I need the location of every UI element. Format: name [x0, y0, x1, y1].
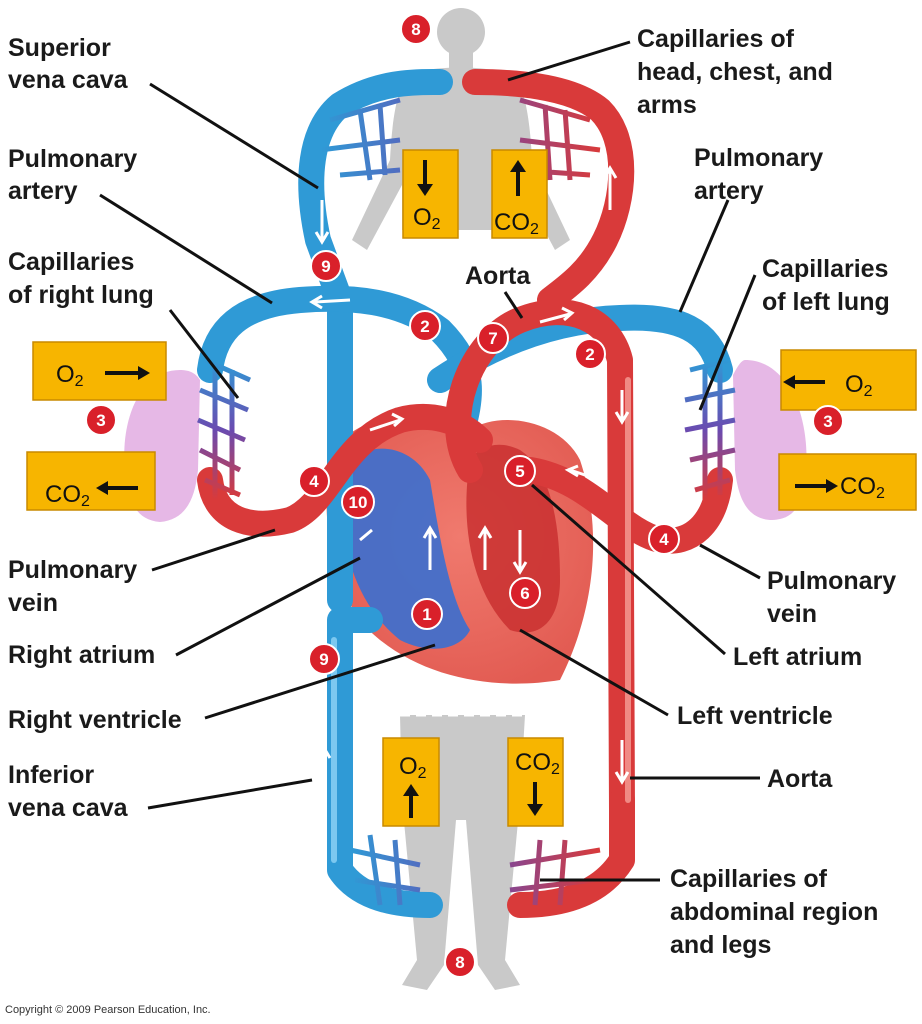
svg-text:8: 8 — [455, 953, 464, 972]
gas-box-right-lung-o2: O2 — [32, 341, 167, 401]
svg-text:3: 3 — [823, 412, 832, 431]
label-capillaries-abdomen-3: and legs — [670, 931, 771, 959]
inferior-vena-cava-vessel — [327, 607, 443, 918]
step-badge-1: 1 — [411, 598, 443, 630]
gas-box-left-lung-o2: O2 — [780, 349, 917, 411]
svg-text:CO2: CO2 — [45, 481, 90, 510]
label-right-ventricle: Right ventricle — [8, 706, 182, 734]
label-left-ventricle: Left ventricle — [677, 702, 833, 730]
label-capillaries-head-1: Capillaries of — [637, 25, 795, 53]
flow-arrows — [309, 165, 630, 790]
svg-text:1: 1 — [422, 605, 431, 624]
step-badge-10: 10 — [341, 485, 375, 519]
svg-text:10: 10 — [349, 493, 368, 512]
label-inferior-vena-cava-1: Inferior — [8, 761, 94, 789]
step-badge-4-left: 4 — [298, 465, 330, 497]
step-badge-2-right: 2 — [574, 338, 606, 370]
label-capillaries-abdomen-2: abdominal region — [670, 898, 878, 926]
gas-box-lower-o2: O2 — [382, 737, 440, 827]
label-capillaries-right-lung-1: Capillaries — [8, 248, 134, 276]
label-capillaries-right-lung-2: of right lung — [8, 281, 154, 309]
label-pulmonary-vein-right-2: vein — [767, 600, 817, 628]
superior-vena-cava-vessel — [298, 68, 453, 613]
step-badge-2-left: 2 — [409, 310, 441, 342]
label-pulmonary-artery-right-1: Pulmonary — [694, 144, 823, 172]
svg-text:7: 7 — [488, 329, 497, 348]
svg-text:3: 3 — [96, 411, 105, 430]
step-badge-7: 7 — [477, 322, 509, 354]
pulmonary-vein-right-vessel — [197, 404, 493, 537]
label-superior-vena-cava-2: vena cava — [8, 66, 129, 94]
step-badge-9-top: 9 — [310, 250, 342, 282]
step-badge-3-right: 3 — [812, 405, 844, 437]
svg-text:4: 4 — [309, 472, 319, 491]
label-left-atrium: Left atrium — [733, 643, 862, 671]
step-badge-8-bottom: 8 — [444, 946, 476, 978]
capillaries-right-lung-mesh — [197, 357, 252, 500]
label-pulmonary-vein-right-1: Pulmonary — [767, 567, 896, 595]
aorta-arch-vessel — [445, 299, 635, 823]
label-pulmonary-vein-left-2: vein — [8, 589, 58, 617]
label-capillaries-left-lung-2: of left lung — [762, 288, 890, 316]
svg-text:O2: O2 — [56, 361, 84, 390]
gas-box-lower-co2: CO2 — [507, 737, 564, 827]
leader-lines — [99, 40, 761, 882]
gas-box-upper-o2: O2 — [402, 149, 459, 239]
capillaries-abdomen-mesh — [349, 834, 601, 906]
gas-box-upper-co2: CO2 — [491, 149, 548, 239]
step-badge-9-bottom: 9 — [308, 643, 340, 675]
svg-text:8: 8 — [411, 20, 420, 39]
gas-box-left-lung-co2: CO2 — [778, 453, 917, 511]
label-pulmonary-vein-left-1: Pulmonary — [8, 556, 137, 584]
copyright-text: Copyright © 2009 Pearson Education, Inc. — [5, 1004, 211, 1016]
label-pulmonary-artery-left-1: Pulmonary — [8, 145, 137, 173]
label-pulmonary-artery-right-2: artery — [694, 177, 764, 205]
step-badge-3-left: 3 — [85, 404, 117, 436]
step-badge-4-right: 4 — [648, 523, 680, 555]
capillaries-head-mesh — [319, 97, 601, 181]
svg-text:2: 2 — [585, 345, 594, 364]
label-superior-vena-cava-1: Superior — [8, 34, 111, 62]
svg-text:4: 4 — [659, 530, 669, 549]
svg-text:5: 5 — [515, 462, 524, 481]
step-badge-8-top: 8 — [400, 13, 432, 45]
label-inferior-vena-cava-2: vena cava — [8, 794, 129, 822]
svg-text:O2: O2 — [413, 204, 441, 233]
step-badge-5: 5 — [504, 455, 536, 487]
svg-text:CO2: CO2 — [494, 209, 539, 238]
gas-box-right-lung-co2: CO2 — [26, 451, 156, 511]
upper-aorta-vessel — [462, 69, 635, 313]
svg-text:O2: O2 — [399, 753, 427, 782]
svg-text:CO2: CO2 — [515, 749, 560, 778]
label-aorta-bottom: Aorta — [767, 765, 833, 793]
svg-text:9: 9 — [321, 257, 330, 276]
label-capillaries-head-3: arms — [637, 91, 697, 119]
capillaries-left-lung-mesh — [684, 357, 736, 500]
step-badge-6: 6 — [509, 577, 541, 609]
label-right-atrium: Right atrium — [8, 641, 155, 669]
label-capillaries-head-2: head, chest, and — [637, 58, 833, 86]
svg-text:2: 2 — [420, 317, 429, 336]
svg-text:9: 9 — [319, 650, 328, 669]
label-capillaries-left-lung-1: Capillaries — [762, 255, 888, 283]
svg-text:6: 6 — [520, 584, 529, 603]
label-capillaries-abdomen-1: Capillaries of — [670, 865, 828, 893]
label-pulmonary-artery-left-2: artery — [8, 177, 78, 205]
svg-text:CO2: CO2 — [840, 473, 885, 502]
label-aorta-top: Aorta — [465, 262, 531, 290]
svg-text:O2: O2 — [845, 371, 873, 400]
